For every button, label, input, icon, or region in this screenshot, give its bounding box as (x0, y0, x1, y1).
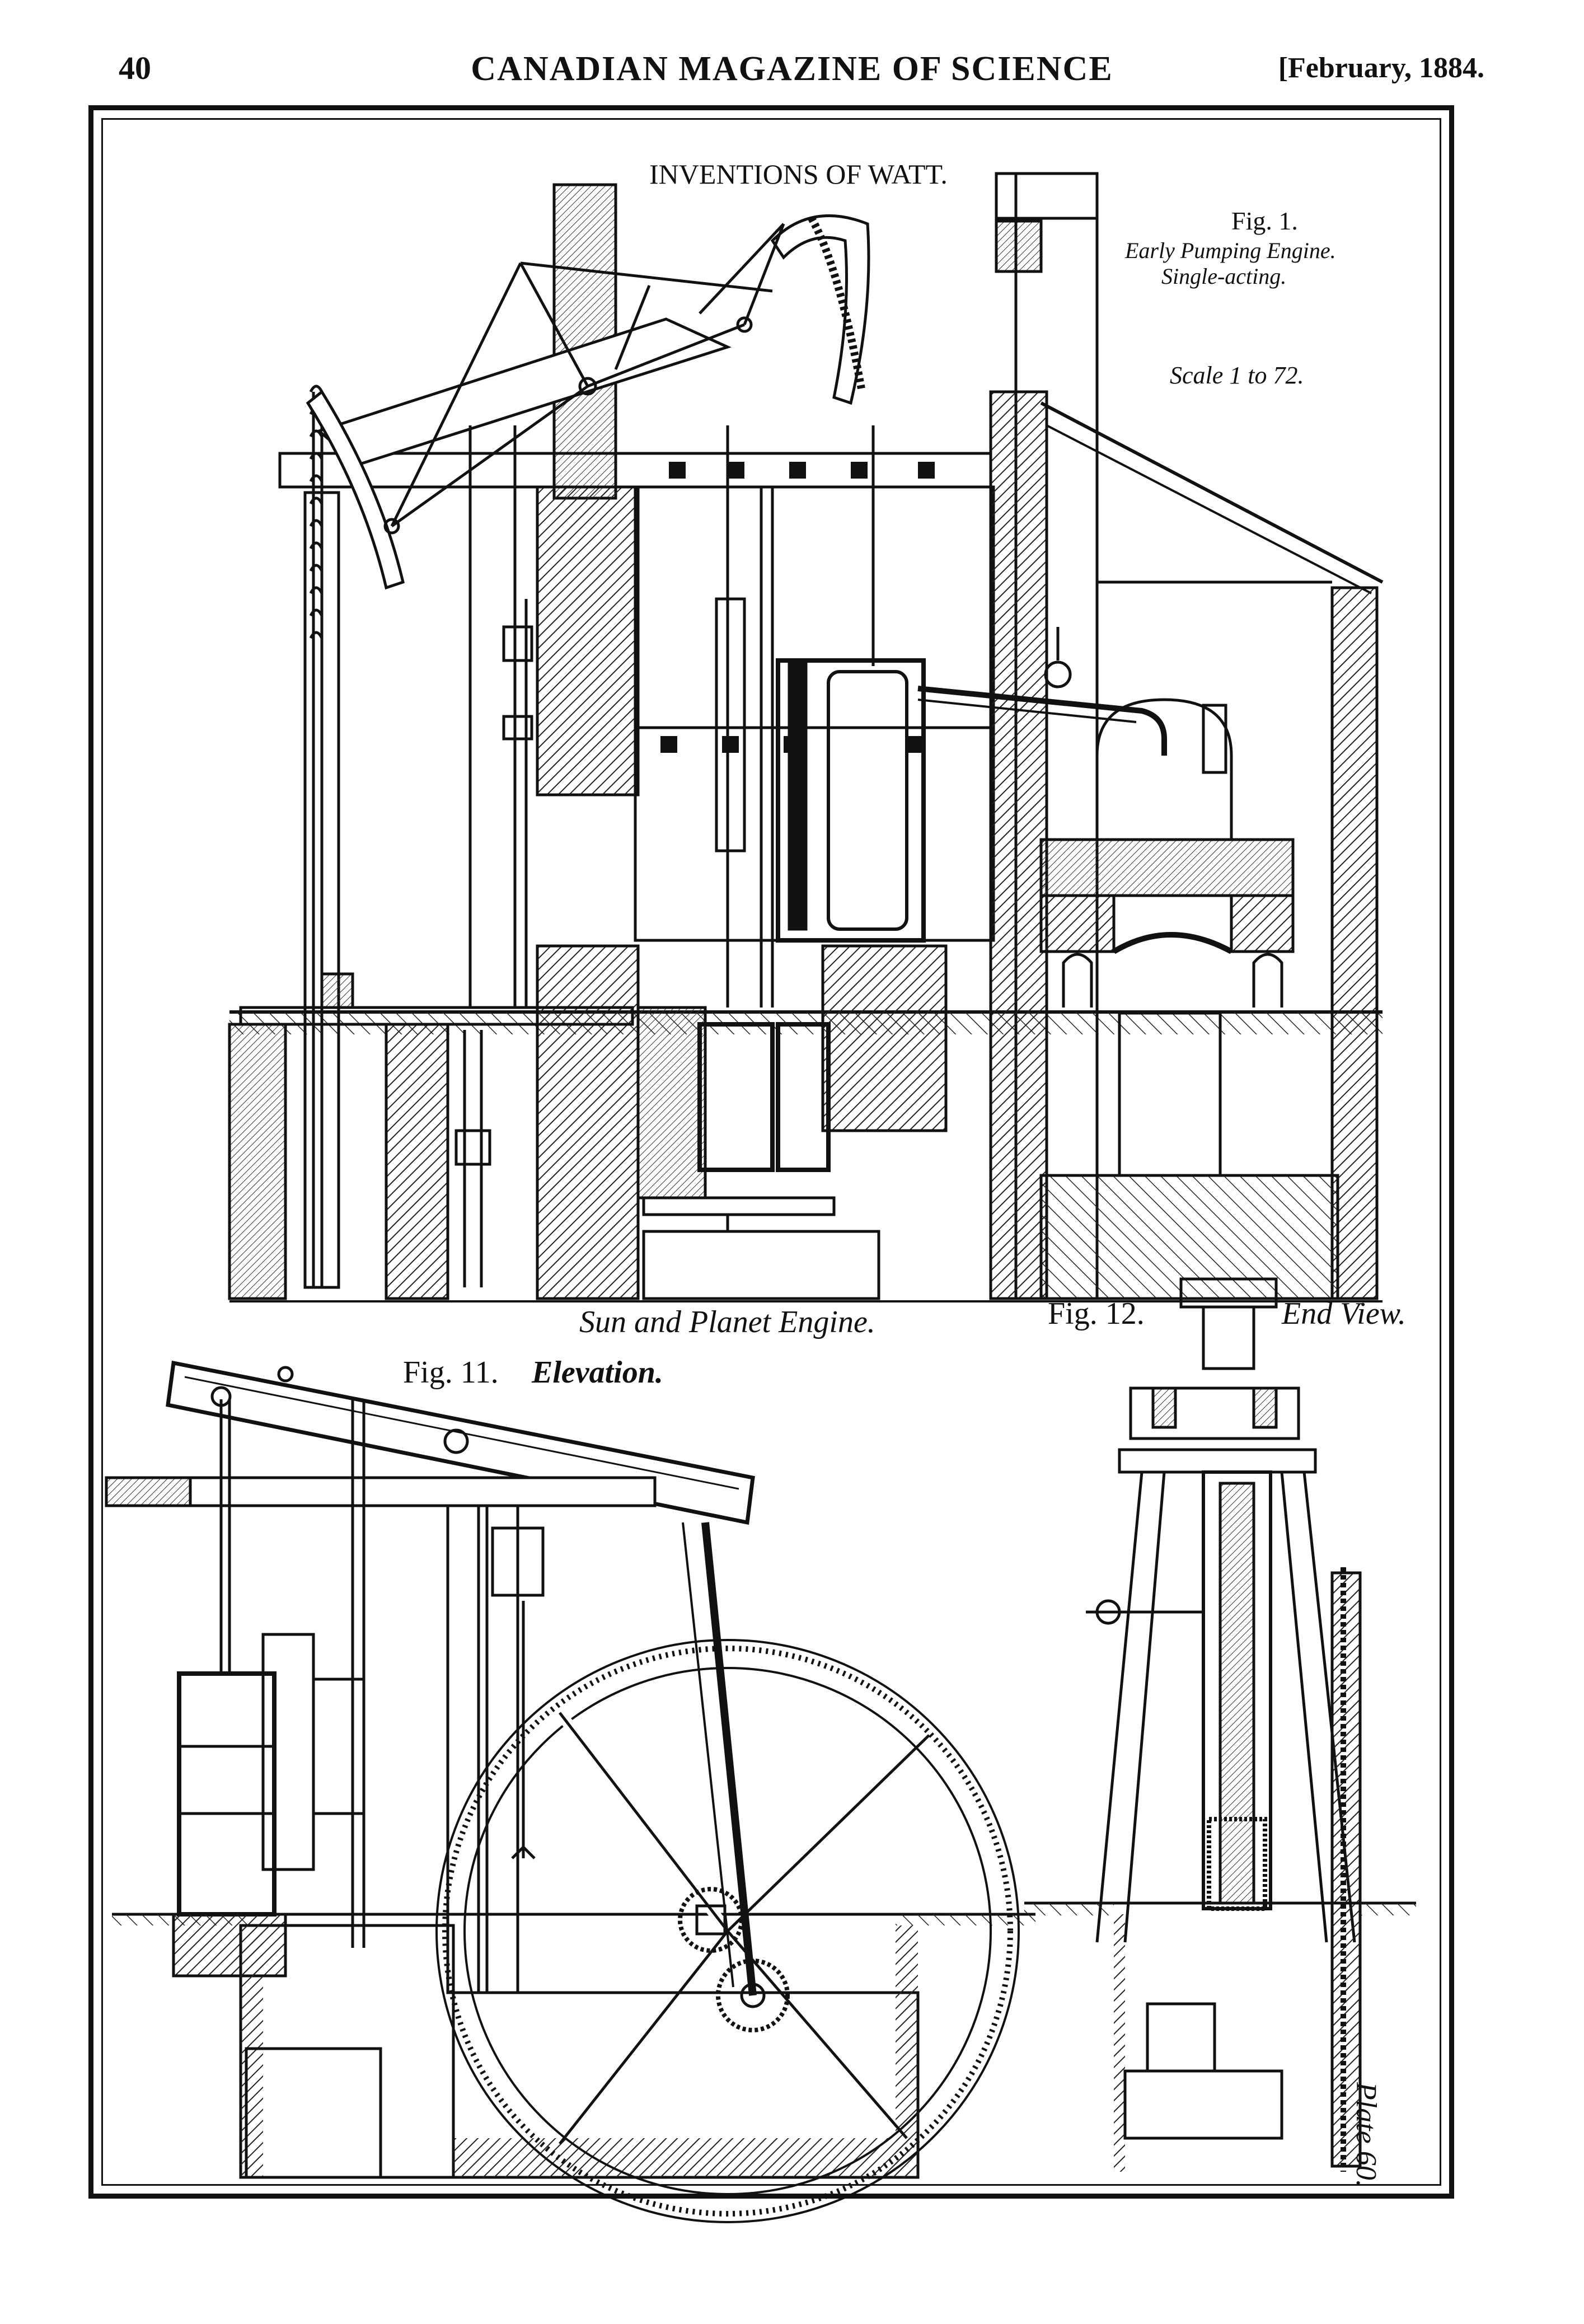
plate-title: INVENTIONS OF WATT. (649, 158, 948, 190)
fig11-label: Fig. 11. (403, 1355, 499, 1390)
sun-and-planet-caption: Sun and Planet Engine. (579, 1305, 875, 1339)
plate-number: Plate 60. (1350, 2082, 1382, 2187)
page-number: 40 (119, 50, 151, 86)
fig1-caption-line2: Single-acting. (1161, 264, 1287, 289)
plate-frame (88, 105, 1454, 2199)
plate-inner-border (101, 118, 1441, 2186)
fig12-caption: End View. (1282, 1296, 1406, 1331)
page-header: 40 CANADIAN MAGAZINE OF SCIENCE [Februar… (0, 44, 1584, 94)
fig11-elevation (105, 1360, 1035, 2223)
fig12-label: Fig. 12. (1048, 1296, 1145, 1331)
fig1-caption-line1: Early Pumping Engine. (1125, 238, 1336, 263)
fig12-end-view (1024, 1277, 1416, 2172)
fig1-label: Fig. 1. (1231, 207, 1298, 235)
fig1-pumping-engine (228, 172, 1384, 1302)
fig11-caption: Elevation. (532, 1355, 663, 1390)
fig1-scale: Scale 1 to 72. (1170, 362, 1304, 389)
issue-date: [February, 1884. (1278, 52, 1484, 84)
journal-title: CANADIAN MAGAZINE OF SCIENCE (471, 50, 1113, 88)
